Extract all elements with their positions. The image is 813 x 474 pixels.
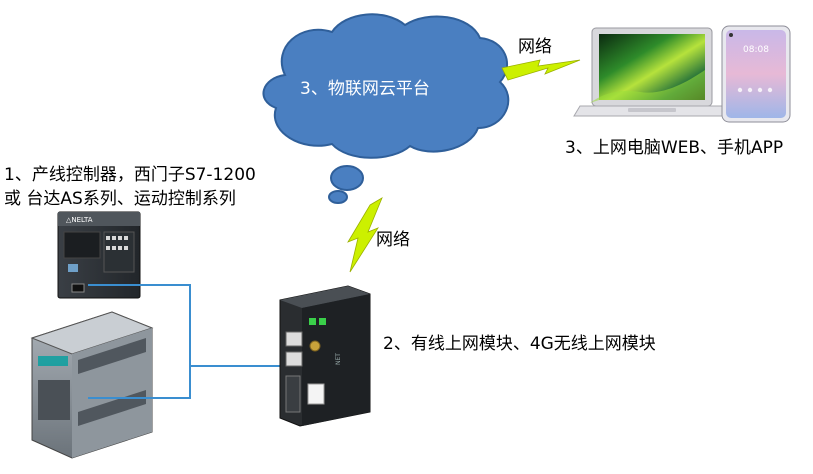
lightning-bolt-top <box>501 59 581 81</box>
svg-text:NET: NET <box>335 353 342 365</box>
cloud-bubble-small <box>328 190 348 204</box>
iot-cloud <box>262 13 510 204</box>
cable-delta-to-gateway <box>88 284 290 367</box>
lightning-bolt-mid <box>347 197 383 273</box>
cloud-bubble-large <box>330 165 364 191</box>
controller-label-line2: 或 台达AS系列、运动控制系列 <box>4 189 236 209</box>
laptop-icon <box>573 27 731 117</box>
terminals-label: 3、上网电脑WEB、手机APP <box>565 138 784 158</box>
phone-icon: 08:08 <box>721 25 791 123</box>
controller-label-line1: 1、产线控制器，西门子S7-1200 <box>4 165 256 185</box>
gateway-label: 2、有线上网模块、4G无线上网模块 <box>383 334 656 354</box>
network-label-mid: 网络 <box>376 230 410 250</box>
network-label-top: 网络 <box>518 37 552 57</box>
siemens-plc-device <box>30 311 154 459</box>
svg-text:△NELTA: △NELTA <box>66 216 93 224</box>
cable-siemens-to-gateway <box>88 366 191 399</box>
delta-plc-device: △NELTA <box>57 211 141 299</box>
svg-text:08:08: 08:08 <box>743 45 769 55</box>
cloud-shape <box>262 13 510 159</box>
ethernet-cables <box>88 284 290 399</box>
router-module-icon: NET <box>279 285 371 427</box>
cloud-label: 3、物联网云平台 <box>300 79 430 99</box>
